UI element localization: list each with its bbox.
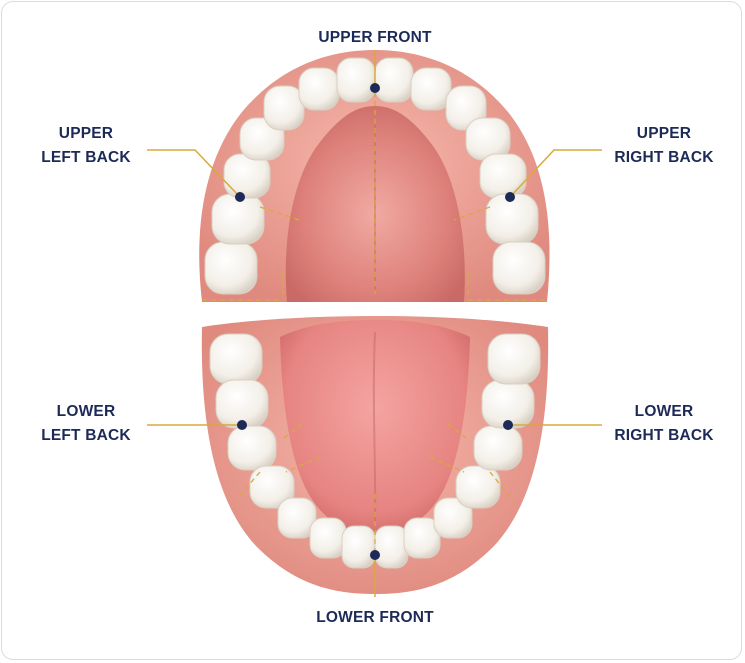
marker-dot-lower-left-back [237, 420, 247, 430]
label-upper-right-back: UPPER RIGHT BACK [602, 122, 726, 170]
lower-arch [201, 316, 549, 594]
marker-dot-lower-front [370, 550, 380, 560]
marker-dot-lower-right-back [503, 420, 513, 430]
marker-dots [235, 83, 515, 560]
label-lower-left-back: LOWER LEFT BACK [24, 400, 148, 448]
marker-dot-upper-front [370, 83, 380, 93]
leader-line-upper-left-back [147, 149, 241, 198]
label-upper-front: UPPER FRONT [302, 26, 448, 50]
label-lower-front-text: LOWER FRONT [316, 609, 434, 626]
upper-divider-dashed-line [202, 92, 547, 301]
marker-dot-upper-right-back [505, 192, 515, 202]
upper-teeth [204, 57, 546, 295]
label-upper-front-text: UPPER FRONT [318, 29, 432, 46]
lower-teeth [209, 333, 541, 569]
leader-line-upper-right-back [509, 149, 602, 198]
label-lower-front: LOWER FRONT [302, 606, 448, 630]
label-upper-left-back-line1: UPPER [58, 125, 114, 142]
leader-lines [147, 50, 602, 597]
label-upper-right-back-line2: RIGHT BACK [614, 149, 714, 166]
marker-dot-upper-left-back [235, 192, 245, 202]
label-upper-right-back-line1: UPPER [636, 125, 692, 142]
label-lower-right-back: LOWER RIGHT BACK [602, 400, 726, 448]
label-upper-left-back-line2: LEFT BACK [41, 149, 131, 166]
label-lower-right-back-line1: LOWER [634, 403, 694, 420]
label-lower-left-back-line2: LEFT BACK [41, 427, 131, 444]
label-lower-right-back-line2: RIGHT BACK [614, 427, 714, 444]
label-lower-left-back-line1: LOWER [56, 403, 116, 420]
label-upper-left-back: UPPER LEFT BACK [24, 122, 148, 170]
upper-arch [199, 50, 550, 302]
